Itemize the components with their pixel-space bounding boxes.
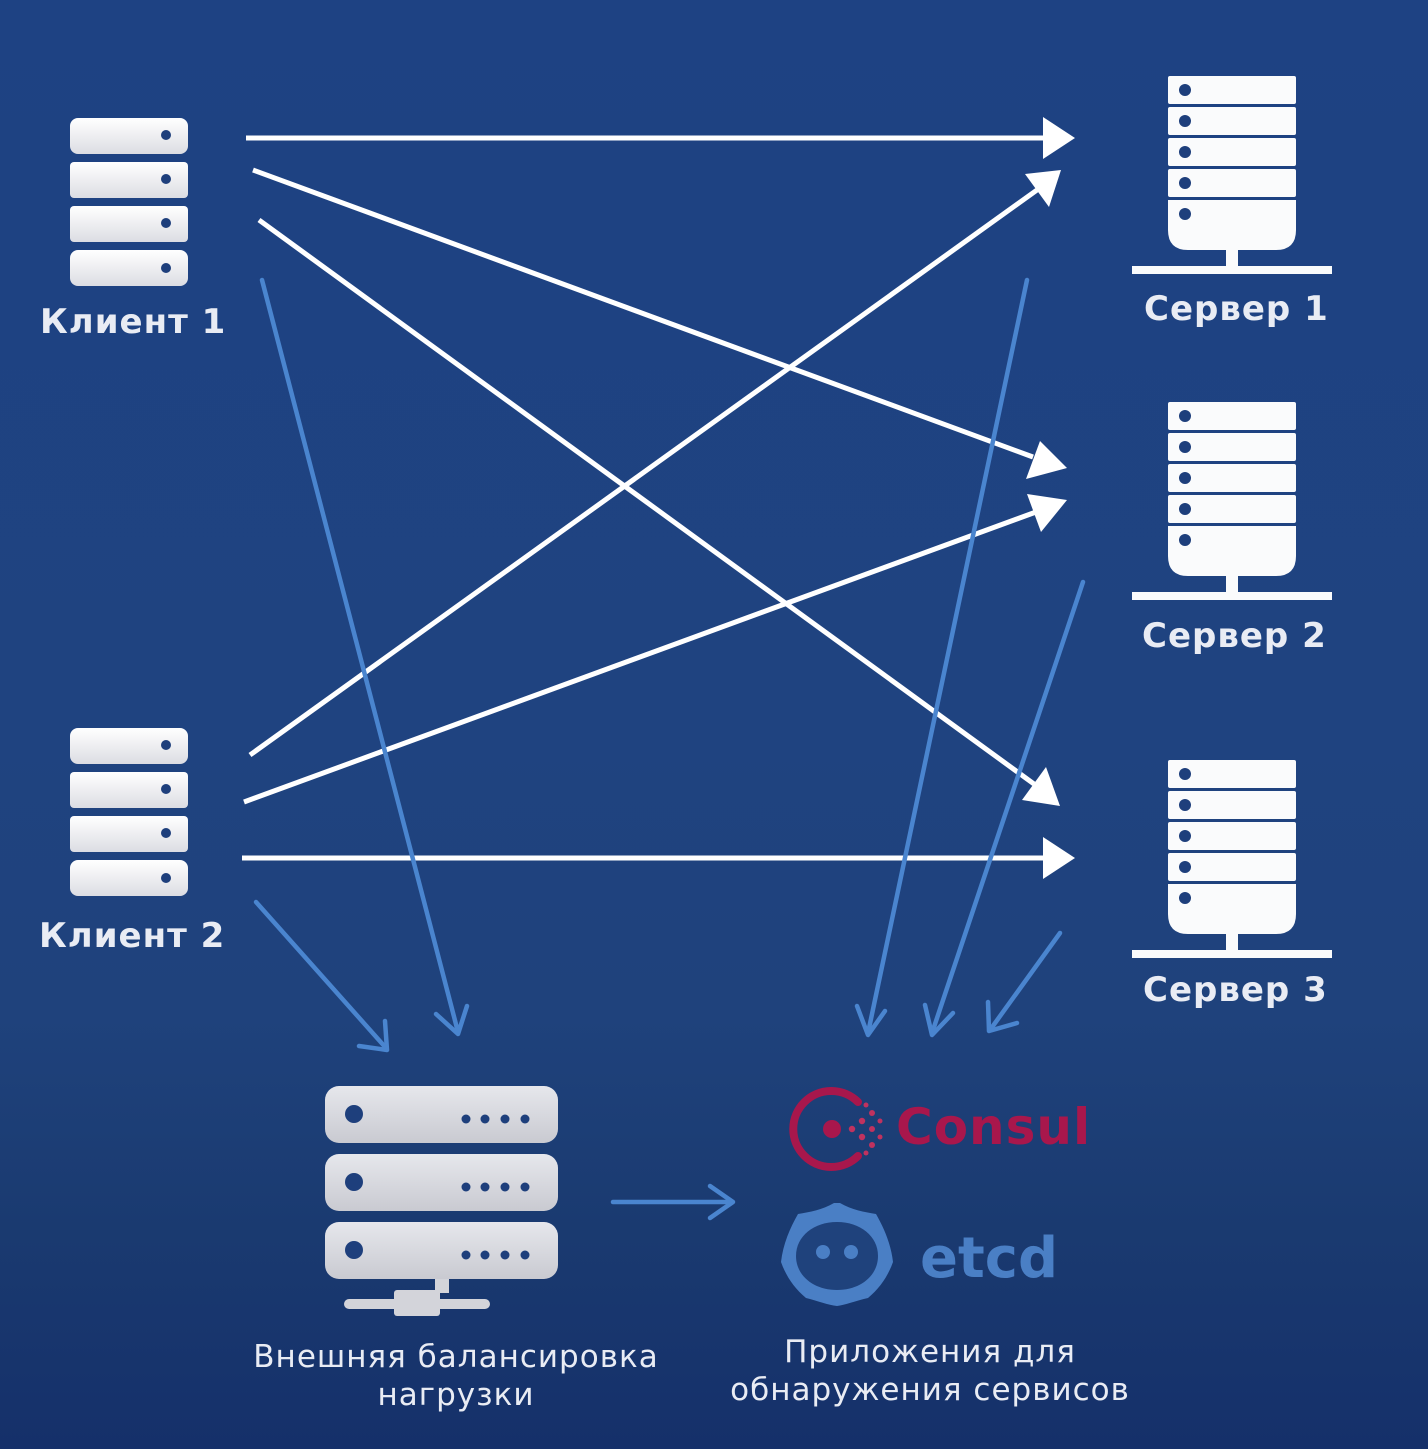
arrowhead-server3-discovery <box>985 999 1020 1034</box>
arrowhead-client2-balancer <box>356 1018 390 1053</box>
arrowhead-server2-discovery <box>922 1002 956 1038</box>
arrow-client1-balancer <box>259 277 461 1035</box>
load-balancer-caption-line2: нагрузки <box>377 1377 535 1413</box>
client-2-server-icon <box>70 728 188 896</box>
arrow-server1-discovery <box>865 277 1030 1036</box>
server-1-label: Сервер 1 <box>1144 289 1329 329</box>
arrow-client1-server2 <box>252 167 1034 460</box>
arrowhead-server3-a <box>1022 767 1060 806</box>
client-1-label: Клиент 1 <box>40 302 227 342</box>
server-2-label: Сервер 2 <box>1142 616 1327 656</box>
consul-logo-icon <box>789 1087 883 1171</box>
discovery-caption: Приложения для обнаружения сервисов <box>690 1333 1170 1409</box>
arrow-client1-server3 <box>257 217 1036 787</box>
arrow-server2-discovery <box>929 579 1086 1036</box>
etcd-logo-icon <box>781 1203 893 1306</box>
server-3-label: Сервер 3 <box>1143 970 1328 1010</box>
server-2-icon <box>1132 402 1332 600</box>
arrowhead-server1-b <box>1025 170 1061 207</box>
client-1-server-icon <box>70 118 188 286</box>
load-balancer-caption-line1: Внешняя балансировка <box>253 1339 659 1375</box>
load-balancer-server-icon <box>325 1086 558 1316</box>
consul-logo-text: Consul <box>896 1098 1092 1156</box>
arrowhead-server3-b <box>1043 837 1075 879</box>
arrow-server3-discovery <box>987 930 1063 1033</box>
load-balancer-caption: Внешняя балансировка нагрузки <box>200 1338 712 1414</box>
arrowhead-server2-a <box>1026 441 1067 479</box>
etcd-logo-text: etcd <box>920 1226 1059 1291</box>
server-3-icon <box>1132 760 1332 958</box>
arrow-client2-balancer <box>253 899 389 1051</box>
arrowhead-server2-b <box>1027 494 1067 532</box>
arrowhead-balancer-discovery <box>707 1183 736 1221</box>
discovery-caption-line2: обнаружения сервисов <box>730 1372 1130 1408</box>
arrowhead-server1-discovery <box>854 1003 888 1038</box>
server-1-icon <box>1132 76 1332 274</box>
arrow-client2-server1 <box>248 187 1039 758</box>
arrow-client2-server2 <box>243 509 1037 805</box>
client-2-label: Клиент 2 <box>39 916 226 956</box>
arrowhead-server1-a <box>1043 117 1075 159</box>
arrowhead-client1-balancer <box>433 1003 470 1037</box>
discovery-caption-line1: Приложения для <box>784 1334 1076 1370</box>
